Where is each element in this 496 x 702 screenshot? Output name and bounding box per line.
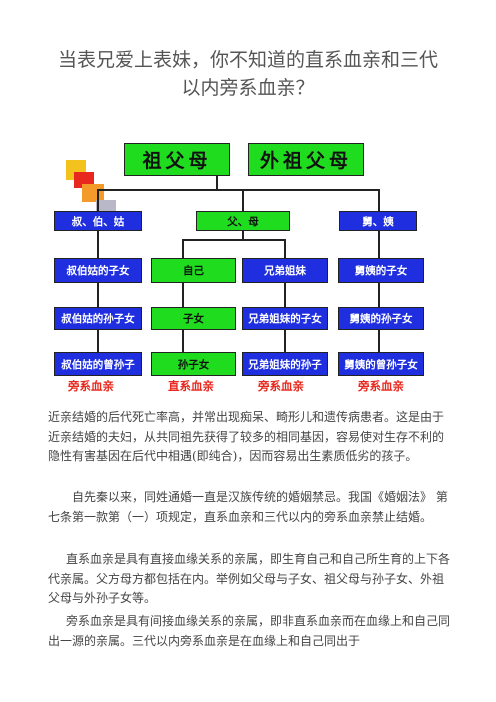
connector	[97, 283, 99, 307]
legend-collateral-1: 旁系血亲	[68, 379, 114, 393]
paragraph-3: 直系血亲是具有直接血缘关系的亲属，即生育自己和自己所生育的上下各代亲属。父方母方…	[48, 552, 451, 605]
legend-collateral-2: 旁系血亲	[258, 379, 304, 393]
children-box: 子女	[151, 307, 236, 330]
connector	[284, 283, 286, 307]
self-box: 自己	[151, 258, 236, 283]
cousins-box: 叔伯姑的子女	[54, 258, 142, 283]
title-line-1: 当表兄爱上表妹，你不知道的直系血亲和三代	[57, 49, 438, 71]
connector	[378, 330, 380, 352]
siblings-grandchildren-box: 兄弟姐妹的孙子	[242, 352, 328, 376]
title-line-2: 以内旁系血亲？	[181, 77, 315, 99]
connector	[378, 230, 380, 258]
kinship-diagram: 祖父母 外祖父母 叔、伯、姑 父、母 舅、姨 叔伯姑的子女 自己 兄弟姐妹 舅姨…	[54, 143, 424, 393]
maternal-uncles-aunts-box: 舅、姨	[339, 211, 417, 231]
cousins-grandchildren-box: 叔伯姑的曾孙子	[54, 352, 142, 376]
paragraph-4: 旁系血亲是具有间接血缘关系的亲属，即非直系血亲而在血缘上和自己同出一源的亲属。三…	[48, 614, 451, 648]
connector	[182, 283, 184, 307]
grandparents-box: 祖父母	[124, 143, 230, 176]
siblings-box: 兄弟姐妹	[242, 258, 328, 283]
connector	[242, 230, 244, 240]
maternal-cousins-grandchildren-box: 舅姨的曾孙子女	[338, 352, 424, 376]
grandchildren-box: 孙子女	[151, 352, 236, 376]
page-title: 当表兄爱上表妹，你不知道的直系血亲和三代 以内旁系血亲？	[0, 46, 496, 102]
connector	[182, 330, 184, 352]
connector	[378, 283, 380, 307]
siblings-children-box: 兄弟姐妹的子女	[242, 307, 328, 330]
legend-lineal: 直系血亲	[168, 379, 214, 393]
connector	[284, 239, 286, 259]
uncles-aunts-box: 叔、伯、姑	[54, 211, 142, 231]
parents-box: 父、母	[196, 211, 290, 231]
legend-collateral-3: 旁系血亲	[358, 379, 404, 393]
maternal-cousins-children-box: 舅姨的孙子女	[338, 307, 424, 330]
connector	[216, 176, 218, 190]
connector	[97, 189, 379, 191]
connector	[97, 189, 99, 211]
cousins-children-box: 叔伯姑的孙子女	[54, 307, 142, 330]
connector	[182, 239, 286, 241]
paragraph-1: 近亲结婚的后代死亡率高，并常出现痴呆、畸形儿和遗传病患者。这是由于近亲结婚的夫妇…	[48, 410, 445, 463]
connector	[97, 230, 99, 258]
maternal-grandparents-box: 外祖父母	[248, 143, 364, 176]
decorative-square-gray	[96, 200, 116, 212]
maternal-cousins-box: 舅姨的子女	[338, 258, 424, 283]
paragraph-2: 自先秦以来，同姓通婚一直是汉族传统的婚姻禁忌。我国《婚姻法》 第七条第一款第（一…	[48, 490, 448, 524]
connector	[284, 330, 286, 352]
connector	[378, 189, 380, 211]
connector	[97, 330, 99, 352]
connector	[242, 189, 244, 211]
connector	[182, 239, 184, 259]
